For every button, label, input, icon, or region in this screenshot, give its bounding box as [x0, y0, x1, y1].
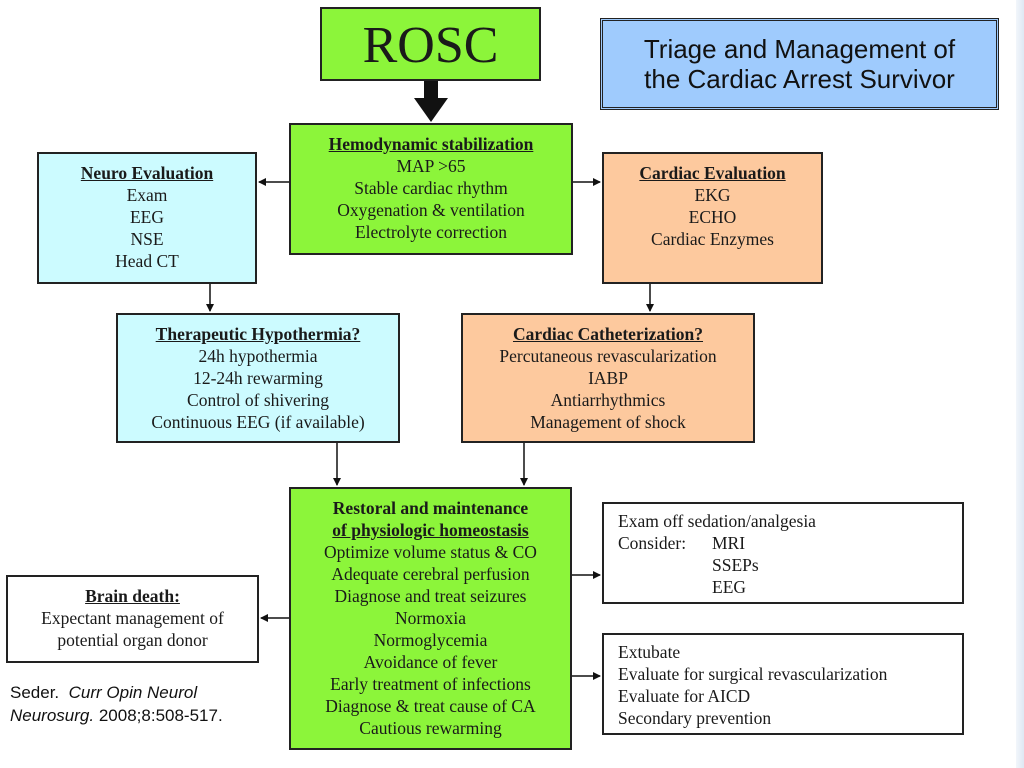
consider-item: MRI	[712, 533, 746, 553]
box-item: Secondary prevention	[618, 708, 772, 728]
consider-item: SSEPs	[712, 555, 759, 575]
box-item: Early treatment of infections	[330, 674, 531, 694]
box-item: Extubate	[618, 642, 681, 662]
rosc-box: ROSC	[320, 7, 541, 81]
box-item: MAP >65	[396, 156, 466, 176]
box-item: Optimize volume status & CO	[324, 542, 537, 562]
neuro-followup-box: Exam off sedation/analgesia Consider: MRI…	[602, 502, 964, 604]
box-item: Avoidance of fever	[363, 652, 498, 672]
citation: Seder. Curr Opin Neurol Neurosurg. 2008;…	[10, 681, 223, 727]
citation-line-2: Neurosurg. 2008;8:508-517.	[10, 704, 223, 727]
citation-journal-1: Curr Opin Neurol	[68, 683, 198, 702]
box-item: Antiarrhythmics	[550, 390, 666, 410]
box-item: ECHO	[688, 207, 737, 227]
rosc-label: ROSC	[362, 17, 499, 74]
box-item: EKG	[694, 185, 731, 205]
slide-edge	[1016, 0, 1024, 768]
title-line-2: the Cardiac Arrest Survivor	[644, 64, 955, 94]
box-item: Normoglycemia	[373, 630, 488, 650]
box-item: Diagnose & treat cause of CA	[325, 696, 536, 716]
title-line-1: Triage and Management of	[643, 34, 956, 64]
neuro-evaluation-box: Neuro Evaluation Exam EEG NSE Head CT	[37, 152, 257, 284]
box-item: EEG	[129, 207, 165, 227]
box-header: Cardiac Evaluation	[639, 163, 786, 183]
box-item: Exam off sedation/analgesia	[618, 511, 816, 531]
consider-row: Consider: MRI	[618, 532, 962, 554]
box-item: potential organ donor	[57, 630, 208, 650]
box-item: Control of shivering	[187, 390, 329, 410]
box-header: Hemodynamic stabilization	[328, 134, 534, 154]
box-item: Exam	[126, 185, 168, 205]
slide-title: Triage and Management of the Cardiac Arr…	[600, 18, 999, 110]
box-item: Adequate cerebral perfusion	[331, 564, 530, 584]
cardiac-evaluation-box: Cardiac Evaluation EKG ECHO Cardiac Enzy…	[602, 152, 823, 284]
box-item: IABP	[588, 368, 628, 388]
box-item: Expectant management of	[41, 608, 224, 628]
cardiac-followup-box: Extubate Evaluate for surgical revascula…	[602, 633, 964, 735]
brain-death-box: Brain death: Expectant management of pot…	[6, 575, 259, 663]
box-header-line-1: Restoral and maintenance	[332, 498, 529, 518]
therapeutic-hypothermia-box: Therapeutic Hypothermia? 24h hypothermia…	[116, 313, 400, 443]
box-item: Diagnose and treat seizures	[334, 586, 527, 606]
hemodynamic-stabilization-box: Hemodynamic stabilization MAP >65 Stable…	[289, 123, 573, 255]
box-item: Continuous EEG (if available)	[151, 412, 365, 432]
box-header-line-2: of physiologic homeostasis	[332, 520, 529, 540]
box-item: Evaluate for surgical revascularization	[618, 664, 888, 684]
box-item: Oxygenation & ventilation	[337, 200, 525, 220]
box-header: Brain death:	[85, 586, 180, 606]
box-header: Cardiac Catheterization?	[512, 324, 704, 344]
box-item: Percutaneous revascularization	[499, 346, 717, 366]
consider-label: Consider:	[618, 533, 687, 553]
citation-ref: 2008;8:508-517.	[98, 706, 223, 725]
consider-item: EEG	[712, 577, 747, 597]
box-item: Normoxia	[395, 608, 466, 628]
box-item: NSE	[130, 229, 164, 249]
citation-line-1: Seder. Curr Opin Neurol	[10, 681, 223, 704]
box-item: Stable cardiac rhythm	[354, 178, 508, 198]
box-item: Management of shock	[530, 412, 686, 432]
box-item: Cardiac Enzymes	[651, 229, 774, 249]
box-item: Head CT	[115, 251, 179, 271]
cardiac-catheterization-box: Cardiac Catheterization? Percutaneous re…	[461, 313, 755, 443]
box-item: 24h hypothermia	[198, 346, 318, 366]
box-item: Evaluate for AICD	[618, 686, 751, 706]
box-item: 12-24h rewarming	[193, 368, 323, 388]
restoral-homeostasis-box: Restoral and maintenance of physiologic …	[289, 487, 572, 750]
citation-author: Seder.	[10, 683, 60, 702]
citation-journal-2: Neurosurg.	[10, 706, 95, 725]
box-item: Cautious rewarming	[359, 718, 502, 738]
box-header: Neuro Evaluation	[80, 163, 214, 183]
box-header: Therapeutic Hypothermia?	[155, 324, 361, 344]
rosc-arrow	[414, 81, 448, 122]
box-item: Electrolyte correction	[354, 222, 508, 242]
